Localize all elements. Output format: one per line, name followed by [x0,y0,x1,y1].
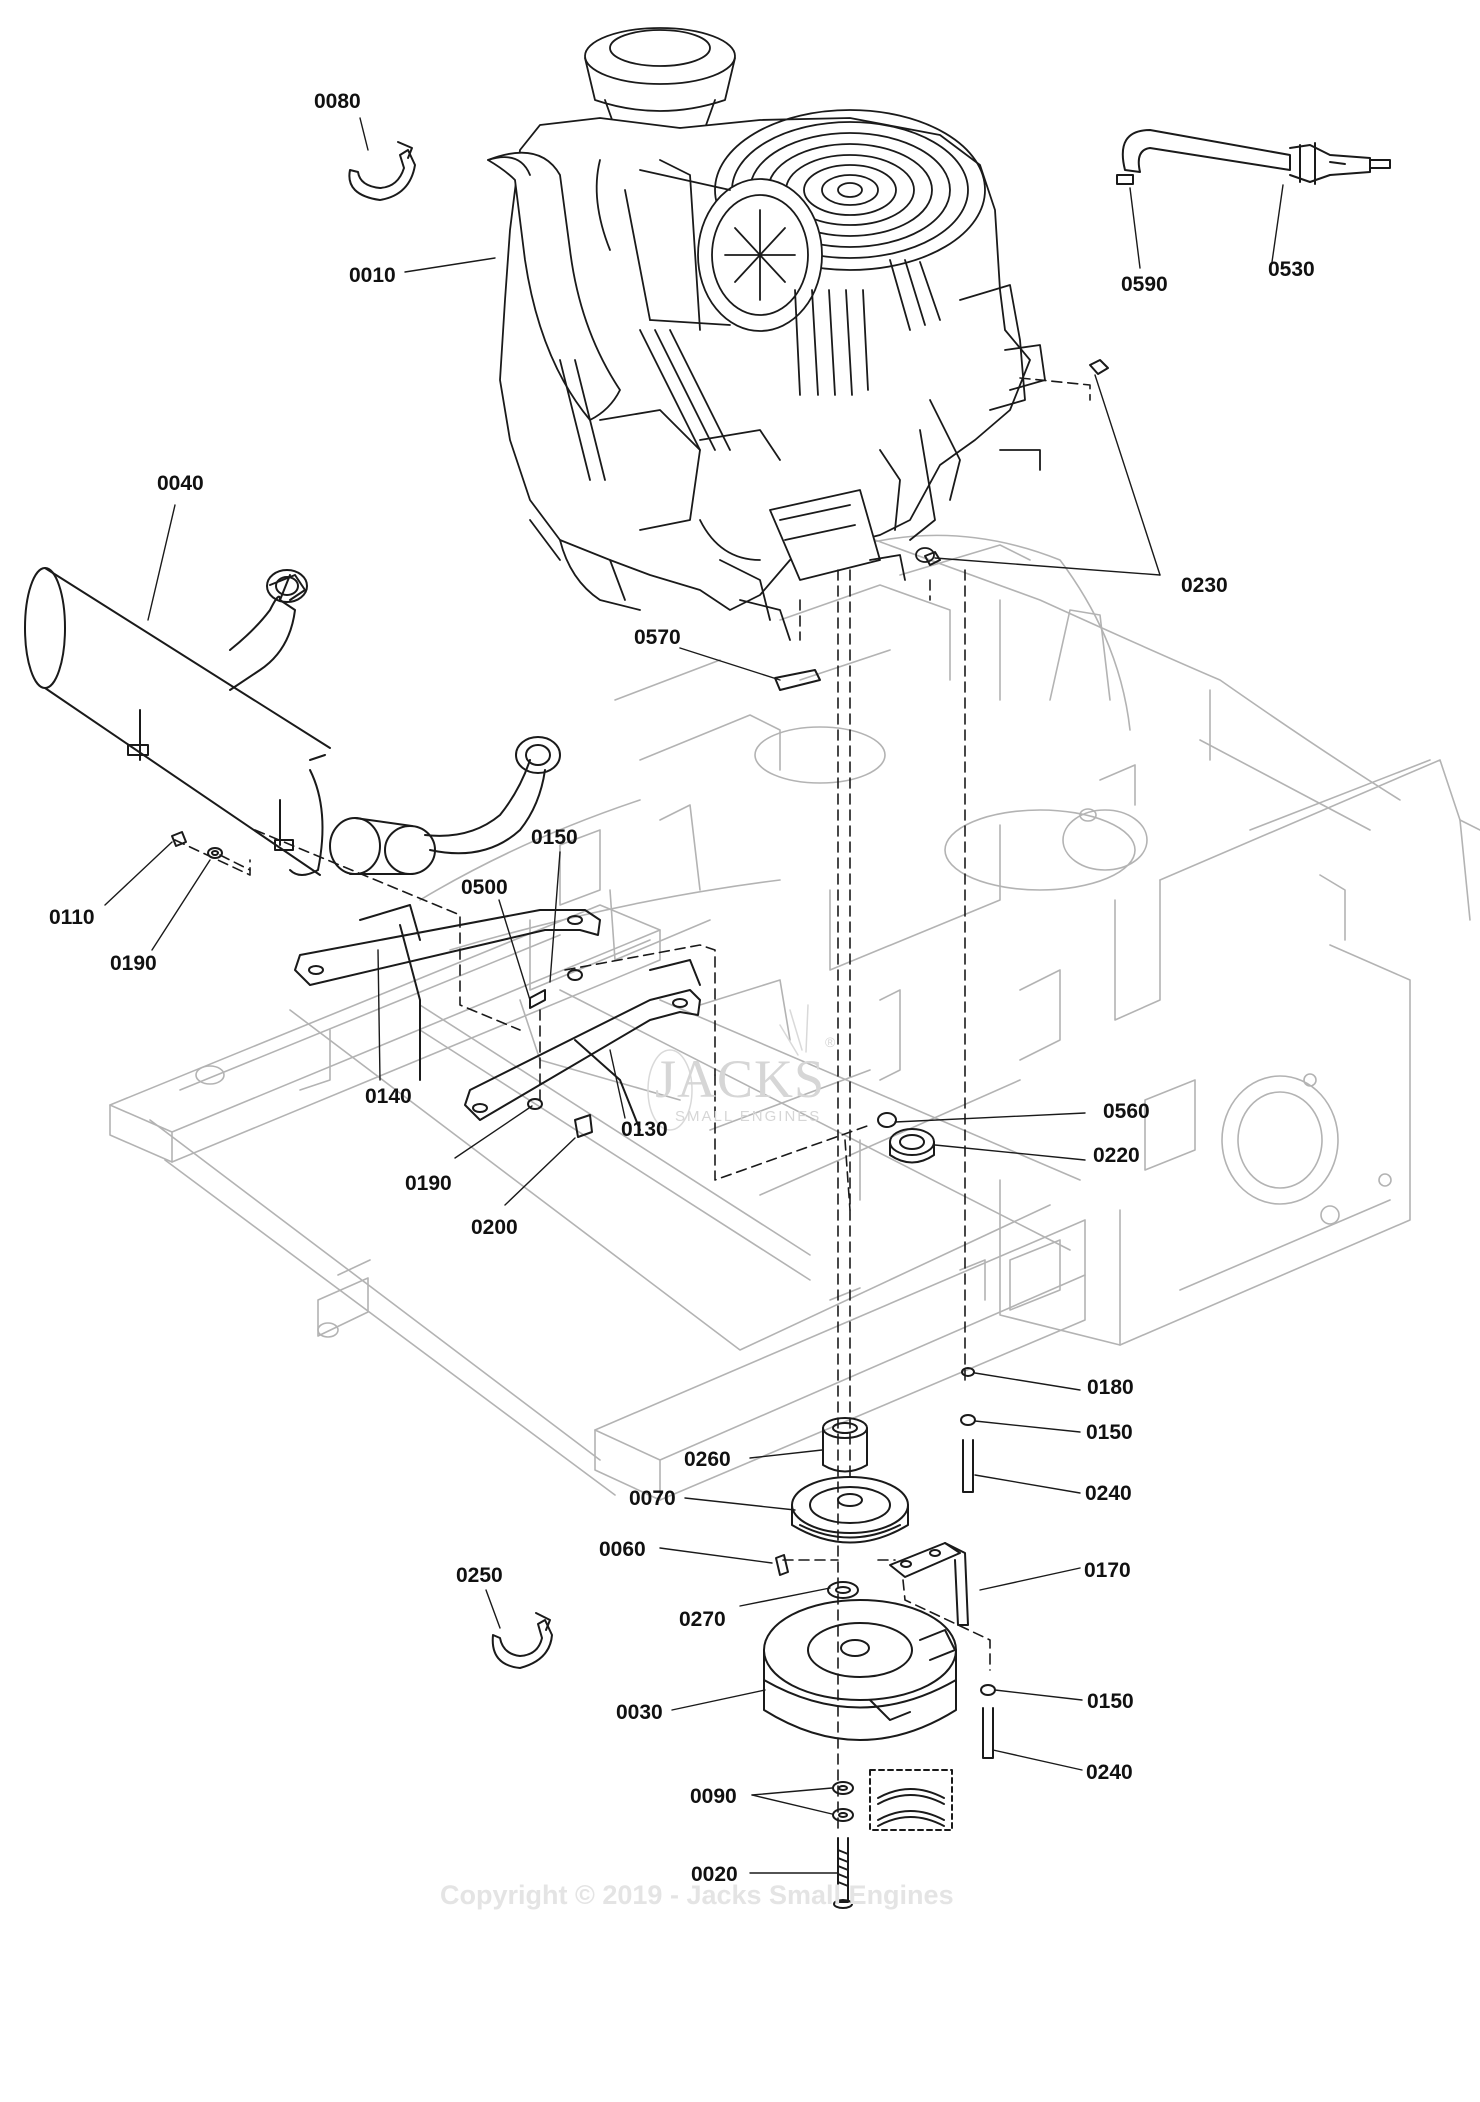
part-label-0060: 0060 [599,1538,646,1561]
bracket-0140 [294,904,601,1081]
part-label-0010: 0010 [349,264,396,287]
part-label-0030: 0030 [616,1701,663,1724]
part-label-0250: 0250 [456,1564,503,1587]
watermark-registered-mark: ® [825,1034,836,1050]
part-label-0150-lower: 0150 [1087,1690,1134,1713]
mower-frame [109,519,1480,1501]
part-label-0560: 0560 [1103,1100,1150,1123]
part-label-0150-upper: 0150 [531,826,578,849]
part-label-0140: 0140 [365,1085,412,1108]
part-label-0110: 0110 [49,906,95,929]
part-label-0230: 0230 [1181,574,1228,597]
part-label-0070: 0070 [629,1487,676,1510]
part-label-0080: 0080 [314,90,361,113]
part-label-0190-center: 0190 [405,1172,452,1195]
part-label-0020: 0020 [691,1863,738,1886]
clip-0080 [348,141,416,201]
watermark-brand: JACKS [655,1049,826,1109]
part-label-0150-middle: 0150 [1086,1421,1133,1444]
part-label-0590: 0590 [1121,273,1168,296]
part-label-0240-lower: 0240 [1086,1761,1133,1784]
part-label-0090: 0090 [690,1785,737,1808]
part-label-0270: 0270 [679,1608,726,1631]
fuel-line [1116,129,1391,185]
part-label-0040: 0040 [157,472,204,495]
clip-0250 [491,1612,553,1669]
hardware [171,359,1109,1759]
assembly-lines [174,377,1091,1831]
engine [487,27,1046,641]
part-label-0220: 0220 [1093,1144,1140,1167]
clutch-assembly [763,1417,969,1909]
part-label-0570: 0570 [634,626,681,649]
part-label-0260: 0260 [684,1448,731,1471]
copyright-notice: Copyright © 2019 - Jacks Small Engines [440,1880,954,1910]
watermark-logo [647,1004,809,1131]
part-label-0500: 0500 [461,876,508,899]
watermark-tagline: SMALL ENGINES [675,1108,822,1125]
part-label-0240-upper: 0240 [1085,1482,1132,1505]
muffler [24,567,561,876]
part-label-0190-left: 0190 [110,952,157,975]
bracket-0130 [464,959,701,1131]
part-label-0170: 0170 [1084,1559,1131,1582]
leader-lines [104,117,1284,1874]
part-label-0130: 0130 [621,1118,668,1141]
part-label-0530: 0530 [1268,258,1315,281]
part-label-0200: 0200 [471,1216,518,1239]
part-label-0180: 0180 [1087,1376,1134,1399]
